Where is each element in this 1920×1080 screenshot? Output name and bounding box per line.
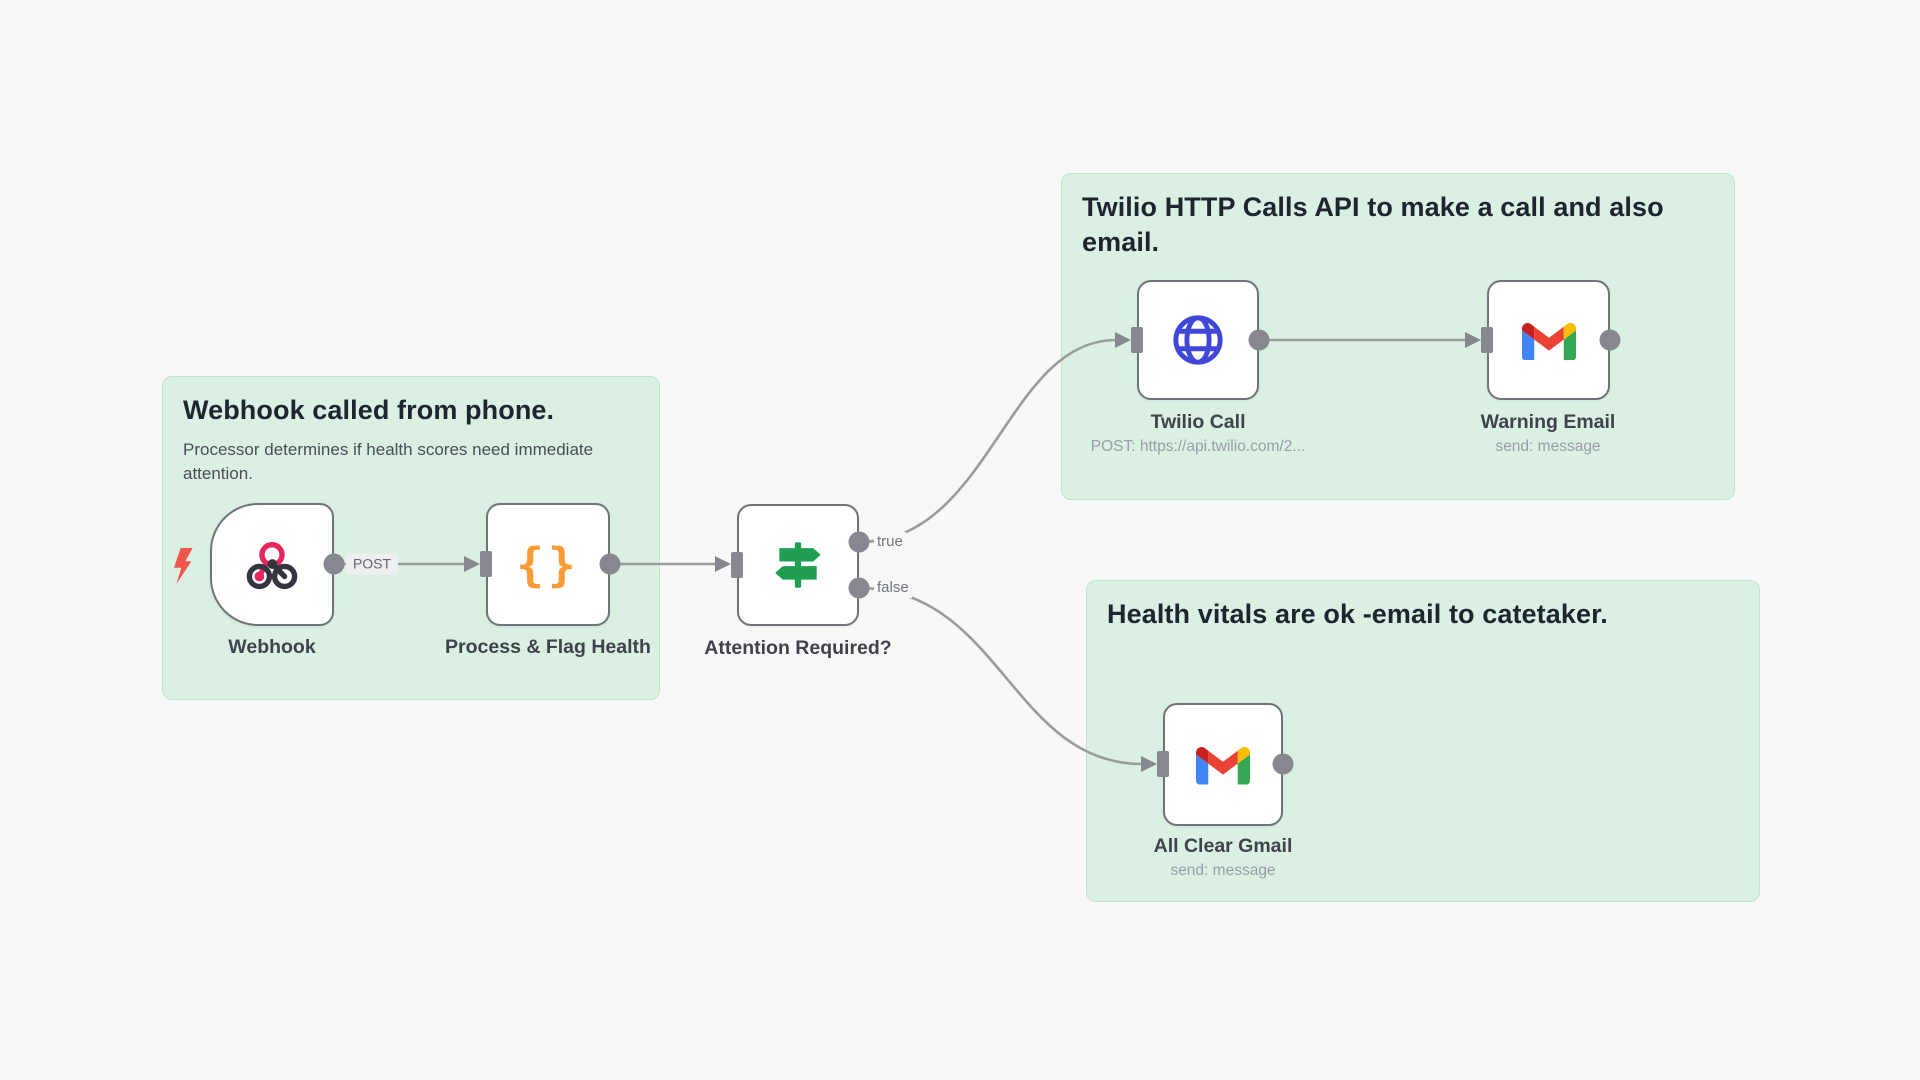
node-label-attention: Attention Required? <box>704 637 892 659</box>
node-label-webhook: Webhook <box>228 636 316 658</box>
branch-label-true: true <box>874 532 906 552</box>
node-sublabel-twilio: POST: https://api.twilio.com/2... <box>1090 438 1306 455</box>
globe-http-icon <box>1173 315 1223 365</box>
node-label-twilio: Twilio Call <box>1150 411 1246 433</box>
node-process-code[interactable]: {} <box>486 503 610 626</box>
gmail-icon <box>1521 322 1576 361</box>
node-allclear-gmail[interactable] <box>1163 703 1283 826</box>
edge-label-post: POST <box>345 553 399 575</box>
sticky-title: Webhook called from phone. <box>183 395 555 425</box>
node-label-warning: Warning Email <box>1480 411 1616 433</box>
trigger-bolt-icon <box>174 548 193 584</box>
node-label-allclear: All Clear Gmail <box>1153 835 1293 857</box>
node-sublabel-allclear: send: message <box>1170 862 1276 879</box>
arrowhead-icon <box>715 556 731 572</box>
code-braces-icon: {} <box>516 537 580 592</box>
sticky-body: Processor determines if health scores ne… <box>183 439 594 484</box>
gmail-icon <box>1196 747 1250 785</box>
signpost-if-icon <box>775 542 821 588</box>
node-sublabel-warning: send: message <box>1495 438 1601 455</box>
sticky-title: Twilio HTTP Calls API to make a call and… <box>1082 192 1664 257</box>
node-warning-gmail[interactable] <box>1487 280 1610 400</box>
node-if-attention[interactable] <box>737 504 859 626</box>
node-label-process: Process & Flag Health <box>445 636 651 658</box>
branch-label-false: false <box>874 578 912 598</box>
node-twilio-http[interactable] <box>1137 280 1259 400</box>
webhook-icon <box>246 541 298 589</box>
sticky-title: Health vitals are ok -email to catetaker… <box>1107 599 1608 629</box>
node-webhook[interactable] <box>210 503 334 626</box>
